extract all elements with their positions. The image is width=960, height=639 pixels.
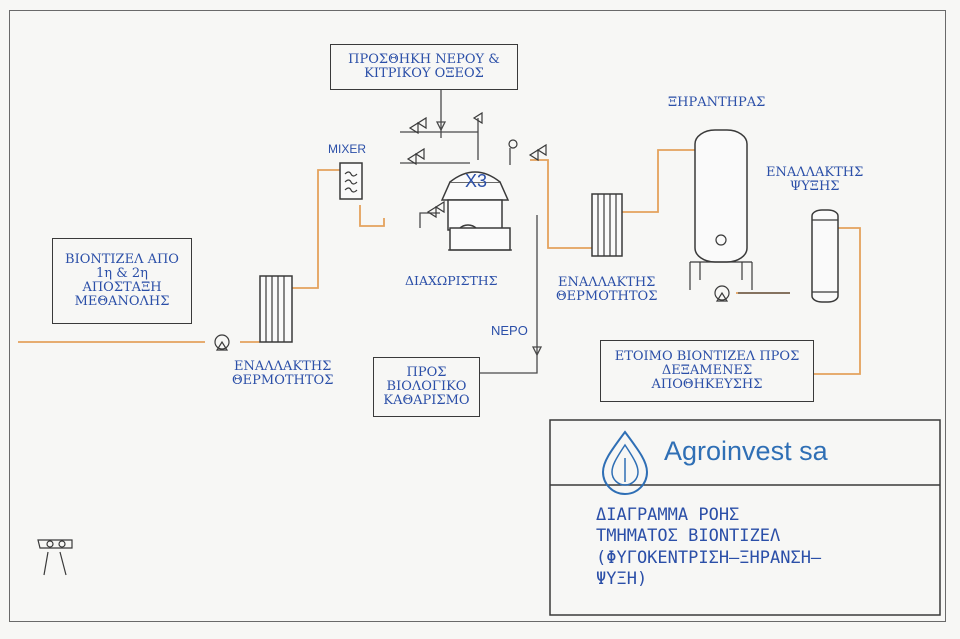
separator-icon — [440, 171, 512, 251]
biological-treatment-box: ΠΡΟΣ ΒΙΟΛΟΓΙΚΟ ΚΑΘΑΡΙΣΜΟ — [373, 357, 480, 417]
pump-1-icon — [214, 334, 230, 351]
water-label: ΝΕΡΟ — [491, 323, 528, 338]
water-acid-addition-box: ΠΡΟΣΘΗΚΗ ΝΕΡΟΥ & ΚΙΤΡΙΚΟΥ ΟΞΕΟΣ — [330, 44, 518, 90]
title-line-1: ΔΙΑΓΡΑΜΜΑ ΡΟΗΣ — [596, 505, 740, 525]
hx2-label-line-1: ΕΝΑΛΛΑΚΤΗΣ — [558, 275, 656, 290]
title-line-3: (ΦΥΓΟΚΕΝΤΡΙΣΗ–ΞΗΡΑΝΣΗ– — [596, 547, 822, 568]
product-line-2: ΔΕΞΑΜΕΝΕΣ — [661, 362, 753, 378]
drawing-frame — [9, 10, 946, 622]
cooler-label-line-2: ΨΥΞΗΣ — [789, 179, 840, 195]
hx1-label-line-2: ΘΕΡΜΟΤΗΤΟΣ — [232, 373, 334, 389]
hx2-label-line-2: ΘΕΡΜΟΤΗΤΟΣ — [556, 289, 658, 305]
cooler-label: ΕΝΑΛΛΑΚΤΗΣ ΨΥΞΗΣ — [766, 165, 864, 195]
hx1-label-line-1: ΕΝΑΛΛΑΚΤΗΣ — [234, 359, 332, 374]
heat-exchanger-2-label: ΕΝΑΛΛΑΚΤΗΣ ΘΕΡΜΟΤΗΤΟΣ — [556, 275, 658, 305]
water-acid-line-2: ΚΙΤΡΙΚΟΥ ΟΞΕΟΣ — [364, 66, 484, 81]
product-line-1: ΕΤΟΙΜΟ ΒΙΟΝΤΙΖΕΛ ΠΡΟΣ — [614, 348, 800, 364]
feed-biodiesel-box: ΒΙΟΝΤΙΖΕΛ ΑΠΟ 1η & 2η ΑΠΟΣΤΑΞΗ ΜΕΘΑΝΟΛΗΣ — [52, 238, 192, 324]
title-line-4: ΨΥΞΗ) — [596, 568, 648, 589]
bio-line-1: ΠΡΟΣ — [406, 364, 447, 380]
dryer-icon — [689, 129, 753, 290]
mixer-label: MIXER — [328, 142, 367, 156]
drop-leaf-logo-icon — [601, 430, 649, 495]
cooler-label-line-1: ΕΝΑΛΛΑΚΤΗΣ — [766, 165, 864, 180]
dryer-label: ΞΗΡΑΝΤΗΡΑΣ — [668, 95, 766, 110]
bio-line-2: ΒΙΟΛΟΓΙΚΟ — [386, 378, 467, 394]
mixer-icon — [339, 162, 363, 200]
product-line-3: ΑΠΟΘΗΚΕΥΣΗΣ — [651, 377, 763, 393]
company-name: Agroinvest sa — [664, 436, 828, 466]
bio-line-3: ΚΑΘΑΡΙΣΜΟ — [383, 393, 470, 409]
cooler-icon — [811, 209, 839, 303]
title-block-frame — [549, 419, 941, 616]
water-acid-line-1: ΠΡΟΣΘΗΚΗ ΝΕΡΟΥ & — [348, 51, 500, 67]
diagram-title: ΔΙΑΓΡΑΜΜΑ ΡΟΗΣ ΤΜΗΜΑΤΟΣ ΒΙΟΝΤΙΖΕΛ (ΦΥΓΟΚ… — [596, 505, 821, 590]
feed-line-1: ΒΙΟΝΤΙΖΕΛ ΑΠΟ — [65, 251, 179, 267]
separator-label: ΔΙΑΧΩΡΙΣΤΗΣ — [405, 273, 498, 288]
feed-line-3: ΑΠΟΣΤΑΞΗ — [82, 280, 162, 295]
stamp-mark-icon — [37, 539, 73, 576]
heat-exchanger-1-icon — [259, 275, 293, 343]
title-line-2: ΤΜΗΜΑΤΟΣ ΒΙΟΝΤΙΖΕΛ — [596, 526, 781, 547]
heat-exchanger-1-label: ΕΝΑΛΛΑΚΤΗΣ ΘΕΡΜΟΤΗΤΟΣ — [232, 359, 334, 389]
feed-line-2: 1η & 2η — [96, 265, 148, 281]
pump-2-icon — [714, 285, 730, 302]
separator-count-label: X3 — [465, 171, 488, 191]
pipes — [18, 149, 861, 375]
product-storage-box: ΕΤΟΙΜΟ ΒΙΟΝΤΙΖΕΛ ΠΡΟΣ ΔΕΞΑΜΕΝΕΣ ΑΠΟΘΗΚΕΥ… — [600, 340, 814, 402]
heat-exchanger-2-icon — [591, 193, 623, 257]
feed-line-4: ΜΕΘΑΝΟΛΗΣ — [74, 294, 170, 310]
